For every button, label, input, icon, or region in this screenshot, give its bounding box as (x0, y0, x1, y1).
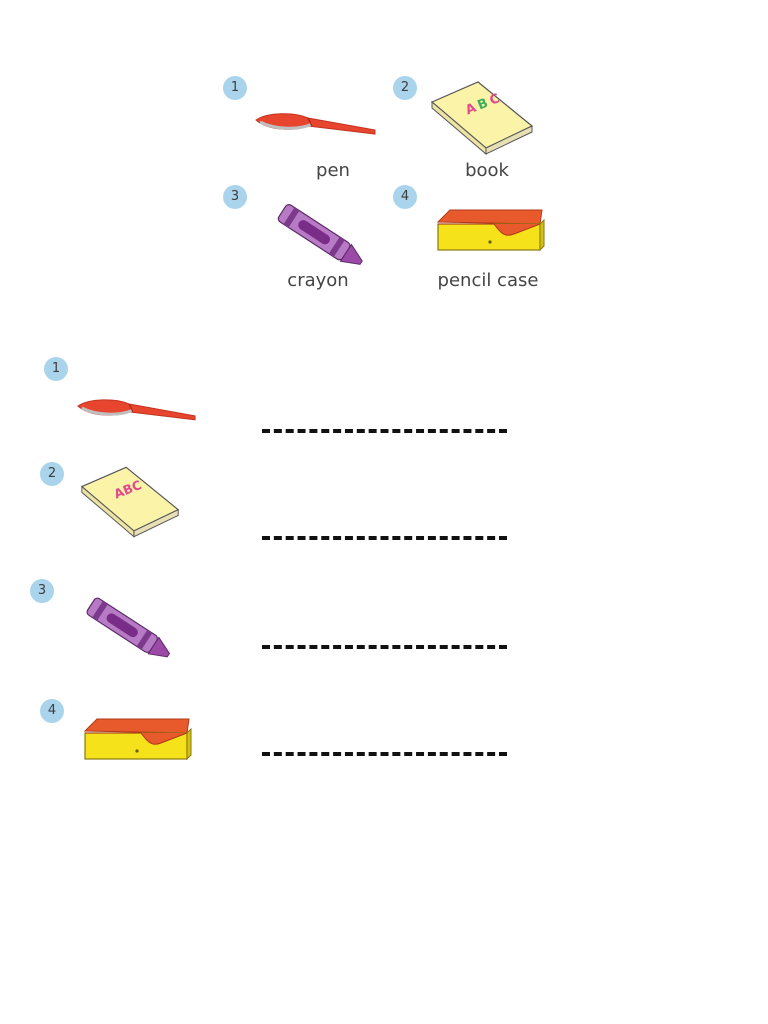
word-label-crayon: crayon (287, 270, 349, 291)
book-icon: A B C (430, 81, 534, 156)
word-label-pencil-case: pencil case (437, 270, 539, 291)
answer-line-4[interactable] (262, 752, 507, 756)
number-badge: 4 (40, 699, 64, 723)
number-badge: 1 (223, 76, 247, 100)
number-badge: 2 (40, 462, 64, 486)
answer-line-2[interactable] (262, 536, 507, 540)
book-icon: ABC (80, 466, 180, 538)
pencil-case-icon (83, 718, 192, 761)
number-badge: 3 (223, 185, 247, 209)
answer-line-1[interactable] (262, 429, 507, 433)
writing-exercise: 1 2 ABC 3 4 (0, 340, 768, 800)
word-label-pen: pen (316, 160, 350, 181)
number-badge: 2 (393, 76, 417, 100)
reference-key: 1 pen 2 A B C book 3 crayon 4 (0, 0, 768, 310)
pen-icon (255, 113, 376, 135)
number-badge: 3 (30, 579, 54, 603)
word-label-book: book (465, 160, 509, 181)
number-badge: 4 (393, 185, 417, 209)
crayon-icon (277, 204, 363, 265)
pen-icon (77, 399, 196, 421)
crayon-icon (86, 597, 171, 658)
answer-line-3[interactable] (262, 645, 507, 649)
pencil-case-icon (436, 209, 545, 252)
number-badge: 1 (44, 357, 68, 381)
